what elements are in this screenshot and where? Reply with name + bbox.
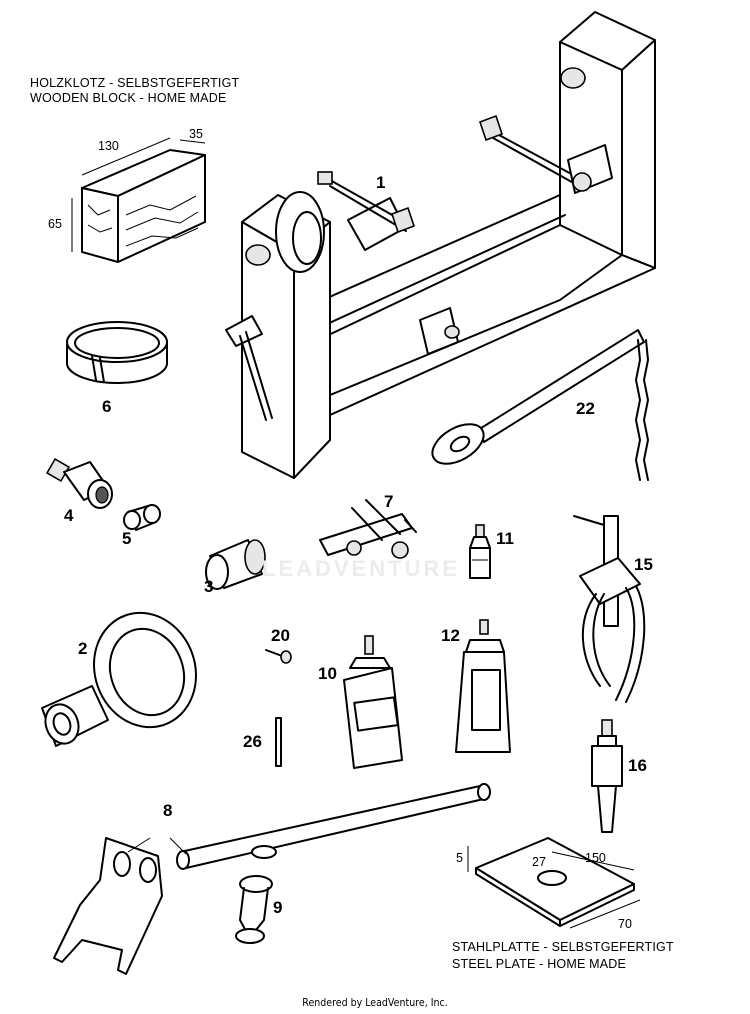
part-4-socket-tool xyxy=(45,457,113,509)
part-15-gear-puller xyxy=(573,515,646,703)
plate-length-dim: 150 xyxy=(585,851,606,865)
wooden-block xyxy=(71,137,206,263)
callout-12: 12 xyxy=(441,626,460,645)
block-length-dim: 130 xyxy=(98,139,119,153)
steel-plate xyxy=(467,837,641,929)
part-1-engine-stand xyxy=(225,11,656,479)
footer-credit: Rendered by LeadVenture, Inc. xyxy=(302,996,448,1009)
part-11-small-bottle xyxy=(469,524,491,579)
callout-6: 6 xyxy=(102,397,112,416)
watermark: LEADVENTURE xyxy=(262,556,461,581)
part-16-extractor xyxy=(591,719,623,833)
part-12-tube xyxy=(455,619,511,753)
part-7-puller-bar xyxy=(319,499,417,559)
callout-5: 5 xyxy=(122,529,132,548)
wooden-block-caption-en: WOODEN BLOCK - HOME MADE xyxy=(30,91,227,105)
plate-thickness-dim: 5 xyxy=(456,851,463,865)
callout-4: 4 xyxy=(64,506,74,525)
part-2-holding-wrench xyxy=(41,611,198,747)
callout-20: 20 xyxy=(271,626,290,645)
callout-26: 26 xyxy=(243,732,262,751)
plate-width-dim: 70 xyxy=(618,917,632,931)
callout-2: 2 xyxy=(78,639,88,658)
callout-7: 7 xyxy=(384,492,394,511)
callout-3: 3 xyxy=(204,577,214,596)
part-26-pin xyxy=(275,717,282,767)
block-height-dim: 65 xyxy=(48,217,62,231)
callout-8: 8 xyxy=(163,801,173,820)
part-5-sleeve xyxy=(123,504,161,531)
block-depth-dim: 35 xyxy=(189,127,203,141)
wooden-block-caption-de: HOLZKLOTZ - SELBSTGEFERTIGT xyxy=(30,76,240,90)
part-20-screw xyxy=(265,649,292,664)
part-9-clip xyxy=(235,845,277,944)
callout-11: 11 xyxy=(496,529,514,548)
plate-hole-dim: 27 xyxy=(532,855,546,869)
part-22-chain-wrench xyxy=(431,329,649,481)
part-10-bottle xyxy=(343,635,403,769)
part-3-cylinder xyxy=(205,539,266,590)
callout-10: 10 xyxy=(318,664,337,683)
part-6-ring xyxy=(66,321,169,385)
steel-plate-caption-en: STEEL PLATE - HOME MADE xyxy=(452,957,627,971)
part-8-bracket-and-rod xyxy=(53,783,491,975)
callout-9: 9 xyxy=(273,898,283,917)
callout-16: 16 xyxy=(628,756,647,775)
callout-15: 15 xyxy=(634,555,653,574)
steel-plate-caption-de: STAHLPLATTE - SELBSTGEFERTIGT xyxy=(452,940,674,954)
callout-22: 22 xyxy=(576,399,595,418)
callout-1: 1 xyxy=(376,173,386,192)
